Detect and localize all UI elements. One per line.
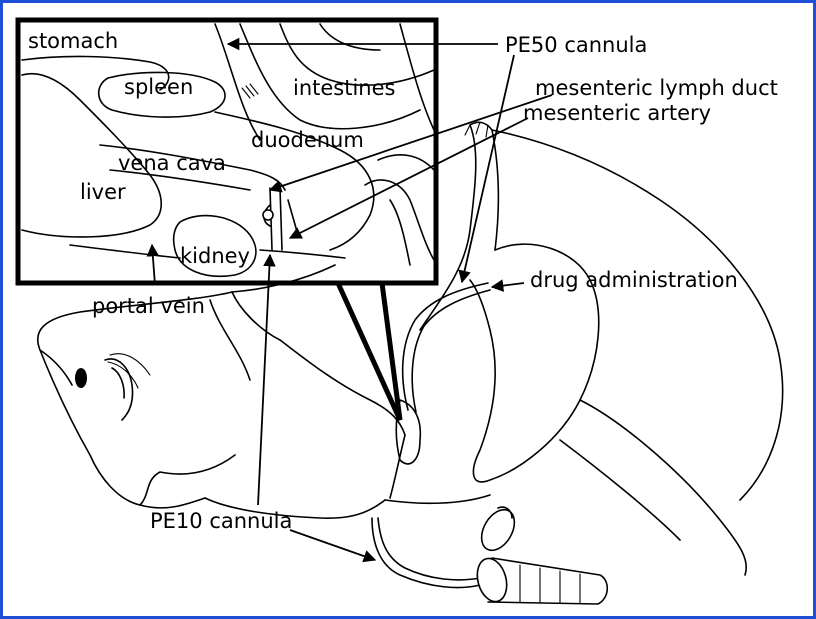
rat-body: [38, 122, 783, 575]
label-portal-vein: portal vein: [92, 294, 205, 318]
label-liver: liver: [80, 180, 126, 204]
label-duodenum: duodenum: [251, 128, 364, 152]
label-mesenteric-artery: mesenteric artery: [523, 101, 711, 125]
rat-tail: [560, 400, 746, 575]
rat-ear: [105, 359, 133, 420]
label-pe10-cannula: PE10 cannula: [150, 509, 292, 533]
label-spleen: spleen: [124, 75, 193, 99]
label-drug-administration: drug administration: [530, 268, 738, 292]
collection-tube-icon: [473, 504, 607, 605]
label-pe50-cannula: PE50 cannula: [505, 33, 647, 57]
drug-admin-arrow: [492, 283, 524, 287]
rat-front-leg: [210, 292, 280, 380]
drug-catheter-2: [412, 290, 490, 412]
pe10-arrow-up: [258, 255, 270, 505]
rat-head: [38, 292, 235, 505]
label-intestines: intestines: [293, 76, 395, 100]
label-mesenteric-lymph-duct: mesenteric lymph duct: [535, 76, 778, 100]
rat-back: [492, 130, 783, 500]
suture-marks: [242, 84, 258, 98]
label-vena-cava: vena cava: [118, 151, 226, 175]
pe50-arrow-down: [462, 55, 514, 282]
rat-abdomen-edge: [232, 265, 405, 435]
label-kidney: kidney: [180, 244, 250, 268]
pointer-arrows: [152, 44, 552, 560]
pe10-arrow-tube: [290, 530, 375, 560]
portal-vein-arrow: [152, 245, 155, 285]
cannula-site: [263, 210, 273, 220]
rat-jaw: [40, 350, 205, 508]
rat-eye: [75, 368, 87, 388]
label-stomach: stomach: [28, 29, 118, 53]
